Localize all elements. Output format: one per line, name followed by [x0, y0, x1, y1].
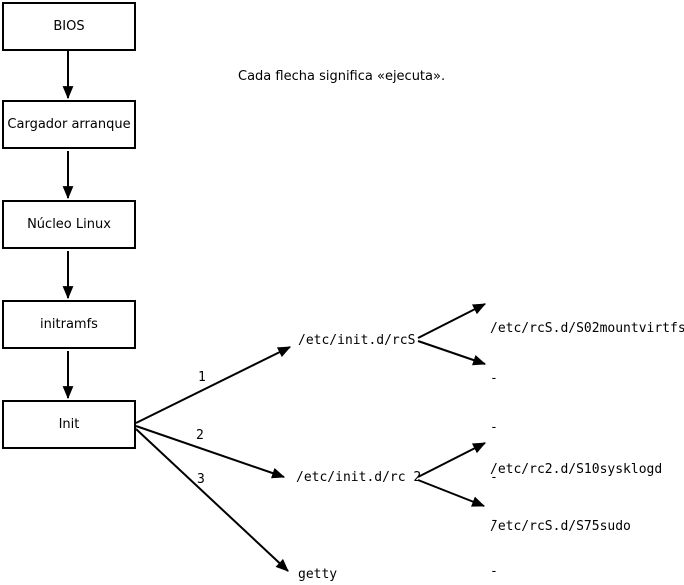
box-nucleo-linux: Núcleo Linux — [2, 200, 136, 249]
rcs-script-first: /etc/rcS.d/S02mountvirtfs — [490, 321, 684, 336]
arrow-rcs-to-s75sudo — [417, 340, 487, 366]
arrow-init-to-getty — [135, 428, 289, 572]
rc2-script-list: /etc/rc2.d/S10sysklogd - - - /etc/rc2.d/… — [490, 427, 662, 585]
branch-number-3: 3 — [197, 472, 205, 487]
branch-number-1: 1 — [198, 370, 206, 385]
box-init-label: Init — [58, 417, 80, 432]
rcs-script-last: /etc/rcS.d/S75sudo — [490, 519, 631, 534]
ellipsis-dash: - — [490, 513, 498, 528]
note-arrow-meaning: Cada flecha significa «ejecuta». — [238, 69, 446, 84]
box-bios-label: BIOS — [53, 19, 85, 34]
arrow-init-to-rc2 — [135, 425, 286, 479]
box-cargador-arranque: Cargador arranque — [2, 100, 136, 149]
arrow-rcs-to-s02mountvirtfs — [417, 303, 486, 339]
branch-number-2: 2 — [196, 428, 204, 443]
rcs-script-list: /etc/rcS.d/S02mountvirtfs - - - /etc/rcS… — [490, 288, 684, 569]
target-etc-init-d-rcs: /etc/init.d/rcS — [298, 333, 416, 348]
ellipsis-dash: - — [490, 564, 498, 579]
box-nucleo-linux-label: Núcleo Linux — [27, 217, 111, 232]
box-initramfs: initramfs — [2, 300, 136, 349]
target-getty: getty — [298, 567, 338, 582]
box-cargador-arranque-label: Cargador arranque — [7, 117, 131, 132]
arrow-rc2-to-s10sysklogd — [417, 442, 486, 478]
box-initramfs-label: initramfs — [40, 317, 98, 332]
target-etc-init-d-rc2: /etc/init.d/rc 2 — [296, 470, 422, 485]
arrow-rc2-to-s99gdm — [417, 479, 486, 507]
ellipsis-dash: - — [490, 469, 498, 485]
ellipsis-dash: - — [490, 370, 498, 386]
box-bios: BIOS — [2, 2, 136, 51]
box-init: Init — [2, 400, 136, 449]
rc2-script-first: /etc/rc2.d/S10sysklogd — [490, 462, 663, 477]
ellipsis-dash: - — [490, 420, 498, 435]
arrow-init-to-rcs — [135, 346, 291, 424]
